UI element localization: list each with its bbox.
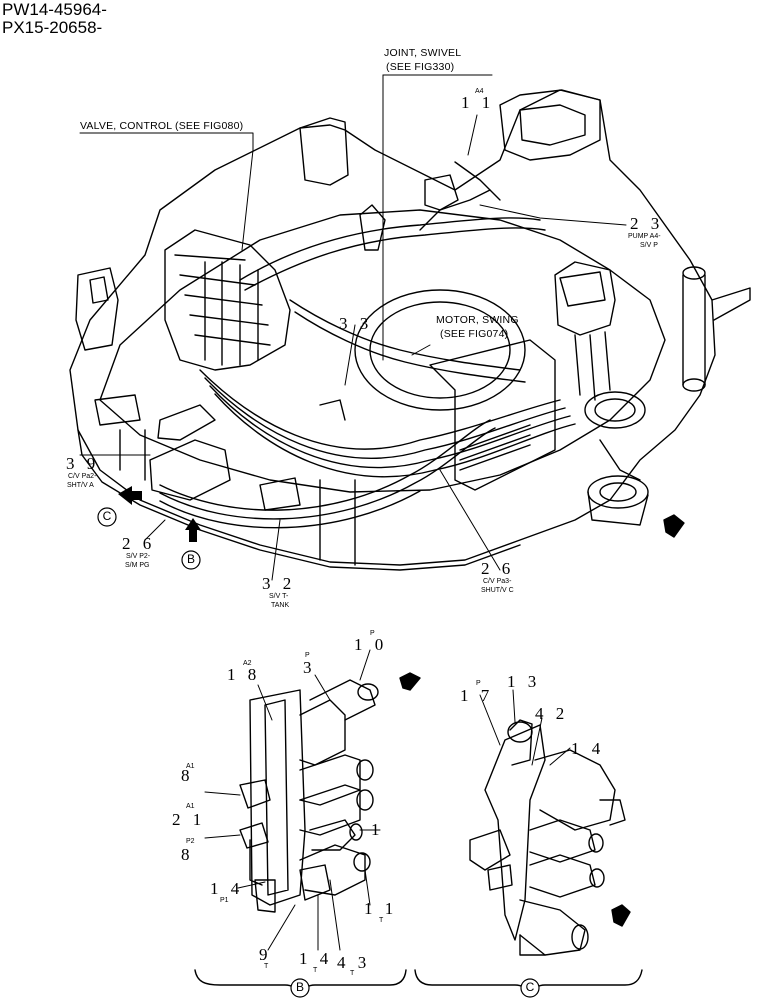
ref-17-sup: P: [476, 680, 481, 687]
ref-32-desc1: S/V T-: [269, 593, 289, 600]
ref-21-sup: A1: [186, 803, 195, 810]
ref-11-sup: A4: [475, 88, 484, 95]
frame-outline: [69, 89, 716, 566]
ref-26-left-desc2: S/M PG: [125, 562, 150, 569]
ref-32-desc2: TANK: [271, 602, 290, 609]
ref-8a: 8: [181, 766, 194, 785]
ref-21: 2 1: [172, 810, 206, 829]
view-marker-c: C: [102, 509, 112, 523]
ref-17: 1 7: [460, 686, 494, 705]
ref-39-desc2: SHT/V A: [67, 482, 94, 489]
ref-43-sub: T: [350, 970, 355, 977]
ref-18: 1 8: [227, 665, 261, 684]
view-arrow-b: [185, 518, 201, 542]
ref-14-t: 1 4: [299, 949, 333, 968]
ref-9-sub: T: [264, 963, 269, 970]
callout-joint-swivel-line2: (SEE FIG330): [386, 61, 455, 73]
ref-14-p1: 1 4: [210, 879, 244, 898]
ref-33: 3 3: [339, 314, 373, 333]
group-label-b: B: [295, 980, 304, 994]
ref-3: 3: [303, 658, 316, 677]
callout-motor-swing-line2: (SEE FIG074): [440, 328, 509, 340]
view-arrow-c: [118, 486, 142, 505]
ref-3-sup: P: [305, 652, 310, 659]
ref-14-p1-sub: P1: [220, 897, 229, 904]
ref-42: 4 2: [535, 704, 569, 723]
callout-motor-swing-line1: MOTOR, SWING: [436, 314, 519, 326]
ref-18-sup: A2: [243, 660, 252, 667]
ref-39: 3 9: [66, 454, 100, 473]
ref-26-left-desc1: S/V P2-: [126, 553, 151, 560]
ref-26-right-desc1: C/V Pa3-: [483, 578, 512, 585]
detail-b-valve-block: [249, 689, 306, 906]
ref-23-desc1: PUMP A4-: [628, 233, 661, 240]
ref-39-desc1: C/V Pa2-: [68, 473, 97, 480]
callout-valve-control: VALVE, CONTROL (SEE FIG080): [80, 120, 244, 132]
ref-23-desc2: S/V P: [640, 242, 658, 249]
ref-10: 1 0: [354, 635, 388, 654]
ref-8b-sup: P2: [186, 838, 195, 845]
ref-26-right-desc2: SHUT/V C: [481, 587, 514, 594]
ref-8a-sup: A1: [186, 763, 195, 770]
ref-43: 4 3: [337, 953, 371, 972]
ref-11-t-sub: T: [379, 917, 384, 924]
serial-number-2: PX15-20658-: [2, 18, 103, 37]
ref-9: 9: [259, 945, 272, 964]
callout-joint-swivel-line1: JOINT, SWIVEL: [384, 47, 462, 59]
ref-11-t: 1 1: [364, 899, 398, 918]
ref-10-sup: P: [370, 630, 375, 637]
ref-8b: 8: [181, 845, 194, 864]
ref-13: 1 3: [507, 672, 541, 691]
ref-26-left: 2 6: [122, 534, 156, 553]
ref-11: 1 1: [461, 93, 495, 112]
ref-23: 2 3: [630, 214, 664, 233]
ref-26-right: 2 6: [481, 559, 515, 578]
ref-32: 3 2: [262, 574, 296, 593]
group-label-c: C: [525, 980, 535, 994]
ref-1: 1: [371, 820, 384, 839]
detail-c-valve-block: [484, 724, 546, 941]
view-marker-b: B: [186, 552, 195, 566]
ref-14-c: 1 4: [571, 739, 605, 758]
serial-number-1: PW14-45964-: [2, 0, 107, 19]
ref-14-t-sub: T: [313, 967, 318, 974]
